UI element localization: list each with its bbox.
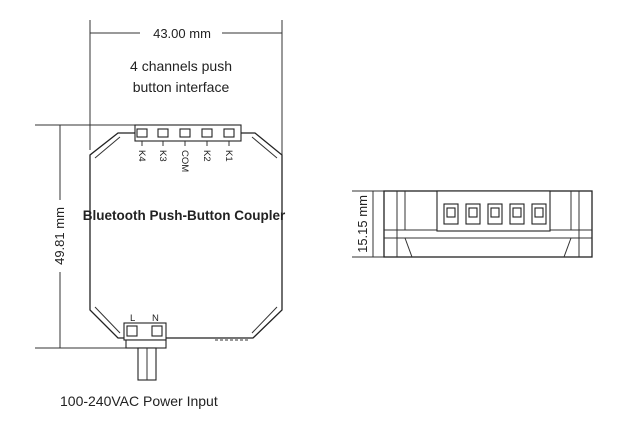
interface-label-line1: 4 channels push (130, 58, 232, 74)
device-name: Bluetooth Push-Button Coupler (83, 208, 286, 223)
height-dimension-label: 49.81 mm (52, 207, 67, 265)
side-terminal-block (436, 190, 551, 232)
depth-dimension-label: 15.15 mm (355, 195, 370, 253)
device-side-view (383, 190, 593, 258)
push-button-terminal-block (134, 124, 242, 146)
interface-label-line2: button interface (133, 79, 230, 95)
terminal-label-k2: K2 (201, 150, 212, 162)
width-dimension: 43.00 mm (89, 20, 283, 160)
power-terminal-label-n: N (152, 313, 159, 324)
device-front-view: K4 K3 COM K2 K1 Bluetooth Push-Button Co… (83, 124, 286, 381)
height-dimension: 49.81 mm (35, 124, 135, 349)
width-dimension-label: 43.00 mm (153, 26, 211, 41)
terminal-label-k1: K1 (223, 150, 234, 162)
power-terminal-block (123, 322, 167, 381)
terminal-label-com: COM (179, 150, 190, 172)
power-terminal-label-l: L (130, 313, 135, 324)
terminal-label-k3: K3 (157, 150, 168, 162)
power-input-label: 100-240VAC Power Input (60, 393, 218, 409)
terminal-label-k4: K4 (136, 150, 147, 162)
